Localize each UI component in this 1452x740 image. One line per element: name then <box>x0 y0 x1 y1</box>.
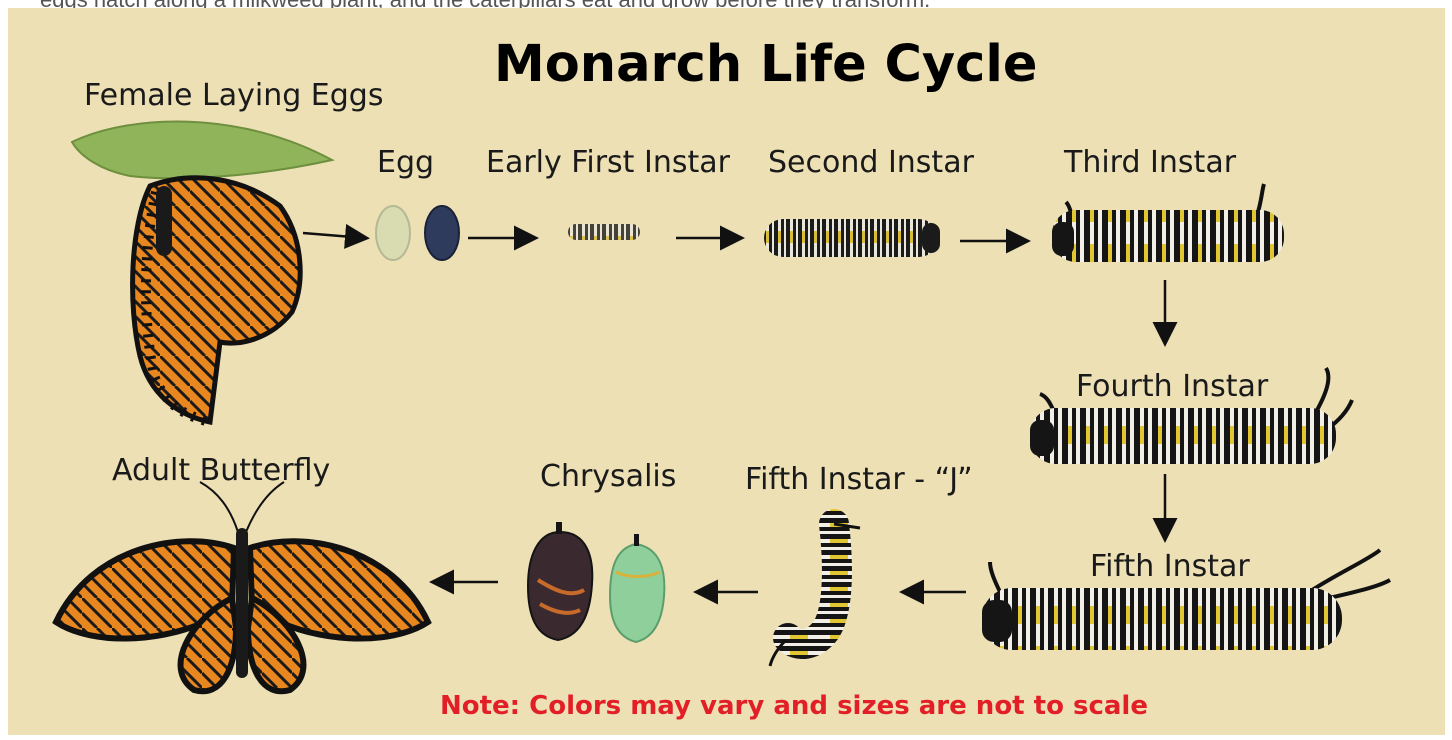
cropped-caption-text: eggs hatch along a milkweed plant, and t… <box>40 0 930 8</box>
arrows-layer <box>8 8 1445 735</box>
cropped-caption: eggs hatch along a milkweed plant, and t… <box>0 0 1452 8</box>
arrow-female-to-egg <box>303 233 365 238</box>
life-cycle-diagram: Monarch Life Cycle Female Laying Eggs Eg… <box>8 8 1445 735</box>
